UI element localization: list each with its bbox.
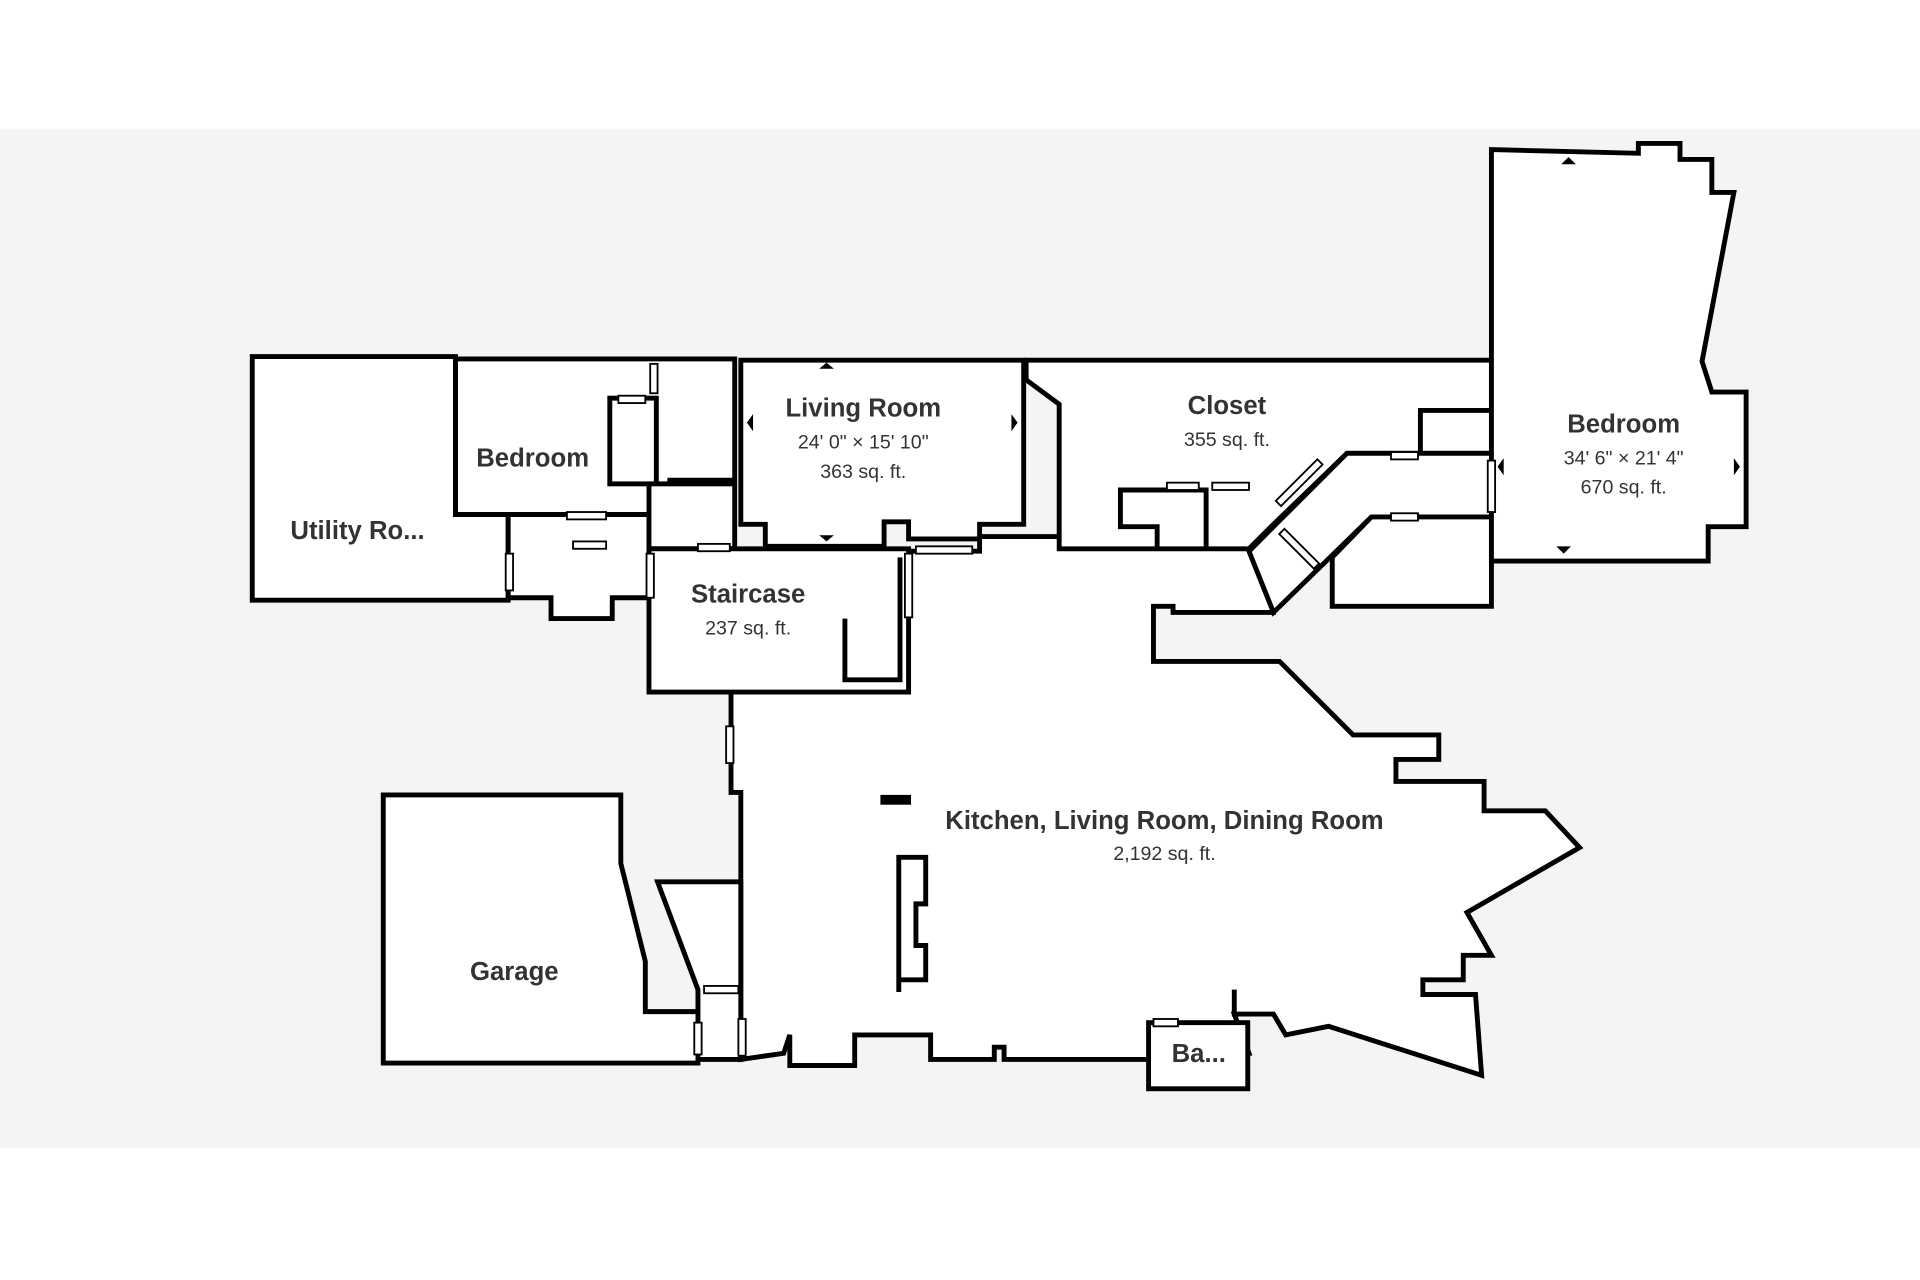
room-closet[interactable] [1023, 357, 1494, 552]
closet-area: 355 sq. ft. [1184, 429, 1270, 451]
room-bath[interactable] [1146, 1020, 1251, 1092]
bedroom-right-dimensions: 34' 6" × 21' 4" [1564, 447, 1684, 469]
staircase-inner-wall [842, 557, 903, 683]
garage-entry [654, 879, 744, 1062]
label-closet: Closet [1188, 392, 1267, 420]
room-kitchen-living-dining[interactable] [728, 534, 1584, 1079]
label-bath: Ba... [1172, 1040, 1226, 1068]
label-bedroom-right: Bedroom [1567, 410, 1680, 438]
room-garage[interactable] [380, 792, 701, 1066]
kitchen-fixture [880, 794, 912, 805]
label-garage: Garage [470, 958, 559, 986]
label-bedroom-left: Bedroom [476, 445, 589, 473]
room-living[interactable] [738, 357, 1027, 549]
room-bedroom-left[interactable] [453, 356, 738, 517]
kitchen-area: 2,192 sq. ft. [1113, 843, 1215, 865]
room-bedroom-right[interactable] [1488, 141, 1749, 564]
bedroom-right-area: 670 sq. ft. [1581, 477, 1667, 499]
label-utility: Utility Ro... [290, 517, 424, 545]
living-room-area: 363 sq. ft. [820, 461, 906, 483]
dimension-arrows [746, 156, 1740, 554]
hall-closet [646, 481, 738, 552]
kitchen-island [896, 854, 929, 993]
staircase-area: 237 sq. ft. [705, 617, 791, 639]
label-kitchen-living-dining: Kitchen, Living Room, Dining Room [945, 807, 1383, 835]
living-room-dimensions: 24' 0" × 15' 10" [798, 431, 929, 453]
bedroom-closet [607, 395, 659, 487]
label-staircase: Staircase [691, 581, 805, 609]
doors [504, 362, 1497, 1057]
label-living-room: Living Room [785, 395, 941, 423]
